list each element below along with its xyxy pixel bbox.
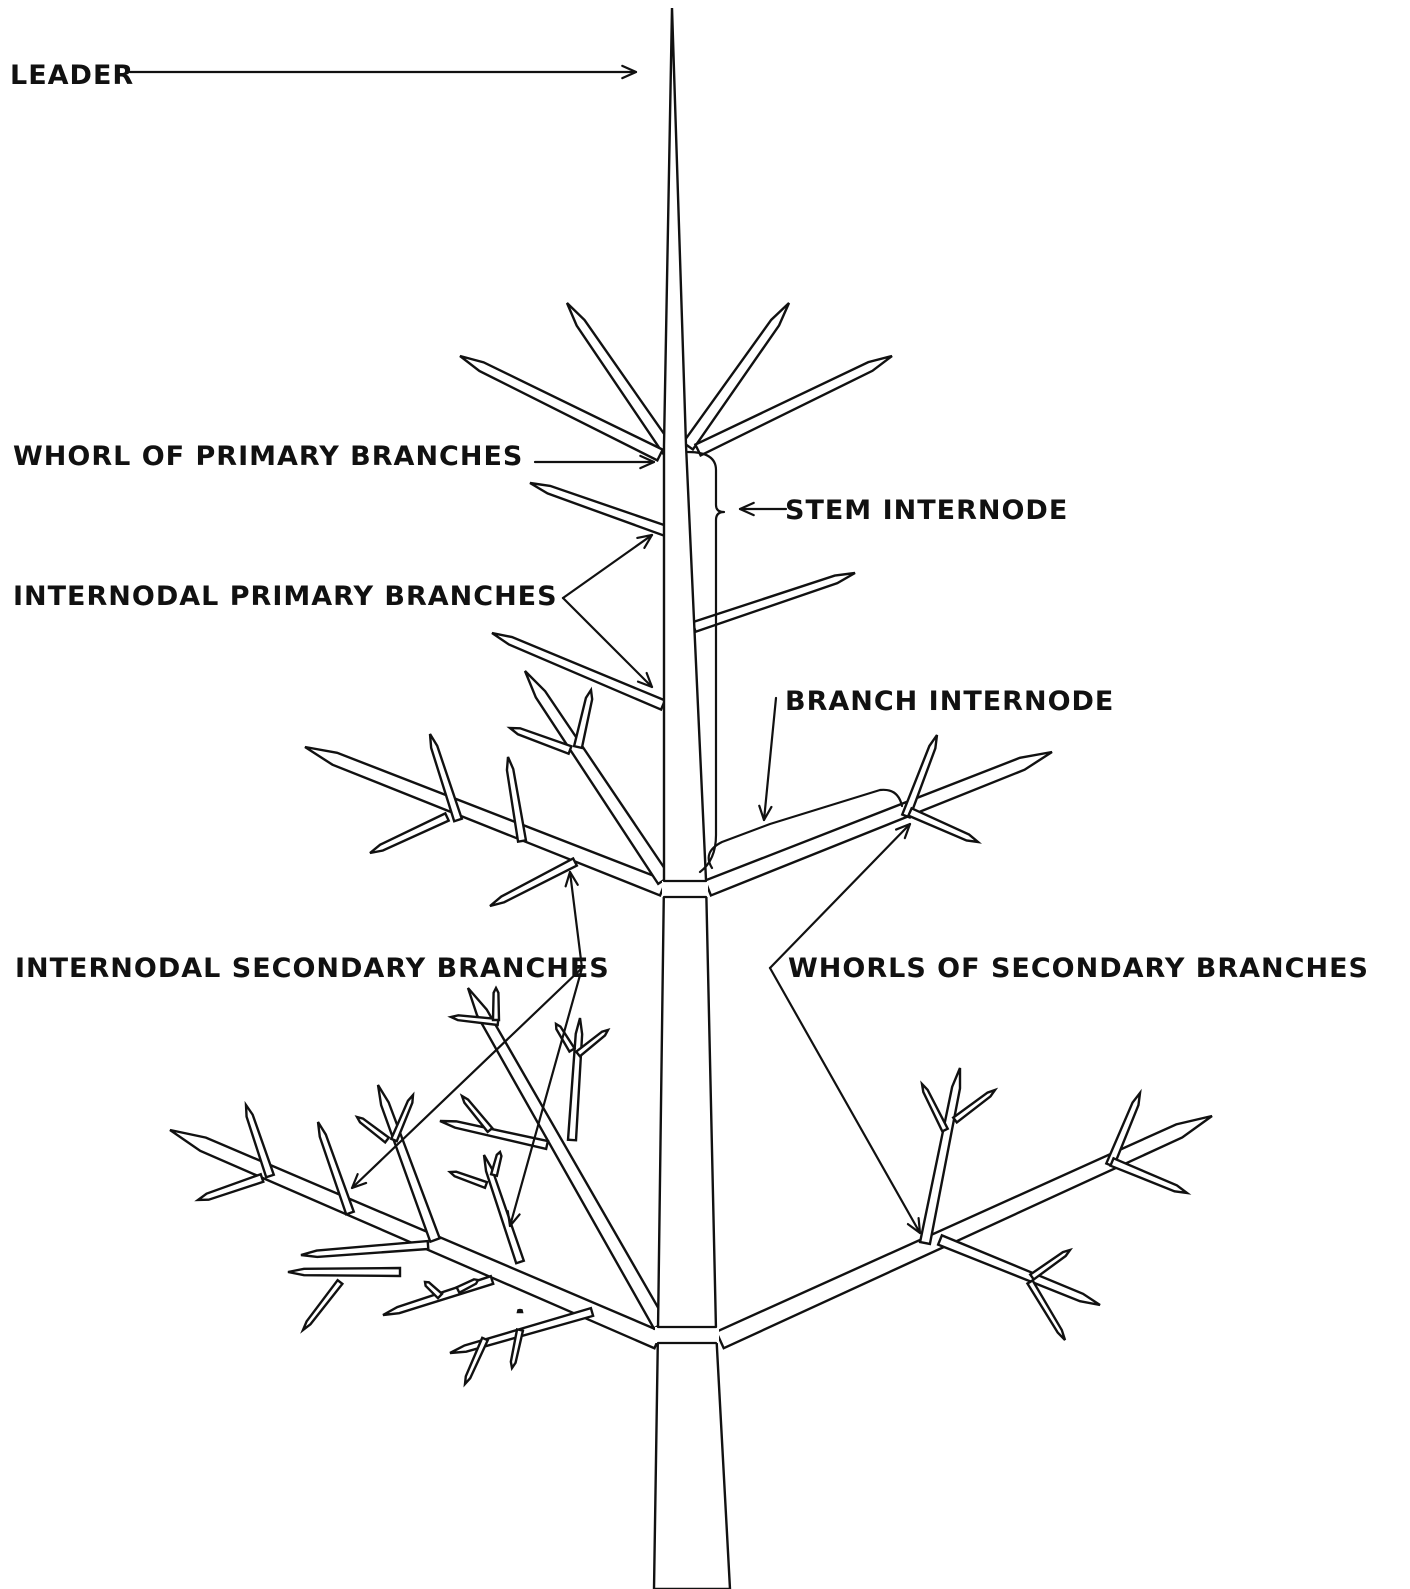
label-leader: LEADER <box>10 62 134 89</box>
secondary-branch <box>493 988 499 1020</box>
label-whorls-of-secondary-branches: WHORLS OF SECONDARY BRANCHES <box>788 955 1369 982</box>
internodal-primary-branch <box>492 633 665 710</box>
trunk <box>654 8 730 1589</box>
trunk-node <box>655 1327 719 1343</box>
secondary-branch <box>288 1268 400 1276</box>
label-branch-internode: BRANCH INTERNODE <box>785 688 1114 715</box>
secondary-branch <box>1110 1158 1187 1193</box>
whorls-secondary-arrow <box>770 968 920 1233</box>
secondary-branch <box>938 1235 1100 1305</box>
bud <box>518 1310 522 1312</box>
secondary-branch <box>198 1174 263 1200</box>
secondary-branch <box>568 1018 582 1140</box>
secondary-branch <box>574 690 592 748</box>
label-internodal-primary-branches: INTERNODAL PRIMARY BRANCHES <box>13 583 558 610</box>
internodal-secondary-arrow <box>352 968 582 1188</box>
tertiary-branch <box>303 1280 342 1330</box>
primary-branch <box>305 747 666 895</box>
branch-internode-arrow <box>764 698 776 820</box>
primary-branch <box>716 1116 1212 1348</box>
label-whorl-of-primary-branches: WHORL OF PRIMARY BRANCHES <box>13 443 523 470</box>
internodal-primary-arrow <box>563 535 652 598</box>
internodal-primary-branch <box>530 483 668 536</box>
whorls-secondary-arrow <box>770 824 910 968</box>
tertiary-branch <box>450 1172 487 1188</box>
secondary-branch <box>301 1241 428 1257</box>
tertiary-branch <box>922 1084 948 1131</box>
tertiary-branch <box>491 1152 501 1176</box>
trunk-node <box>662 881 708 897</box>
tertiary-branch <box>1030 1250 1070 1279</box>
secondary-branch <box>908 808 978 842</box>
secondary-branch <box>490 858 577 906</box>
primary-branch <box>695 356 892 455</box>
primary-branch <box>705 752 1052 895</box>
secondary-branch <box>370 813 449 853</box>
label-internodal-secondary-branches: INTERNODAL SECONDARY BRANCHES <box>15 955 610 982</box>
trunk-group <box>654 8 730 1589</box>
secondary-branch <box>484 1155 524 1263</box>
tertiary-branch <box>357 1117 389 1142</box>
label-stem-internode: STEM INTERNODE <box>785 497 1068 524</box>
